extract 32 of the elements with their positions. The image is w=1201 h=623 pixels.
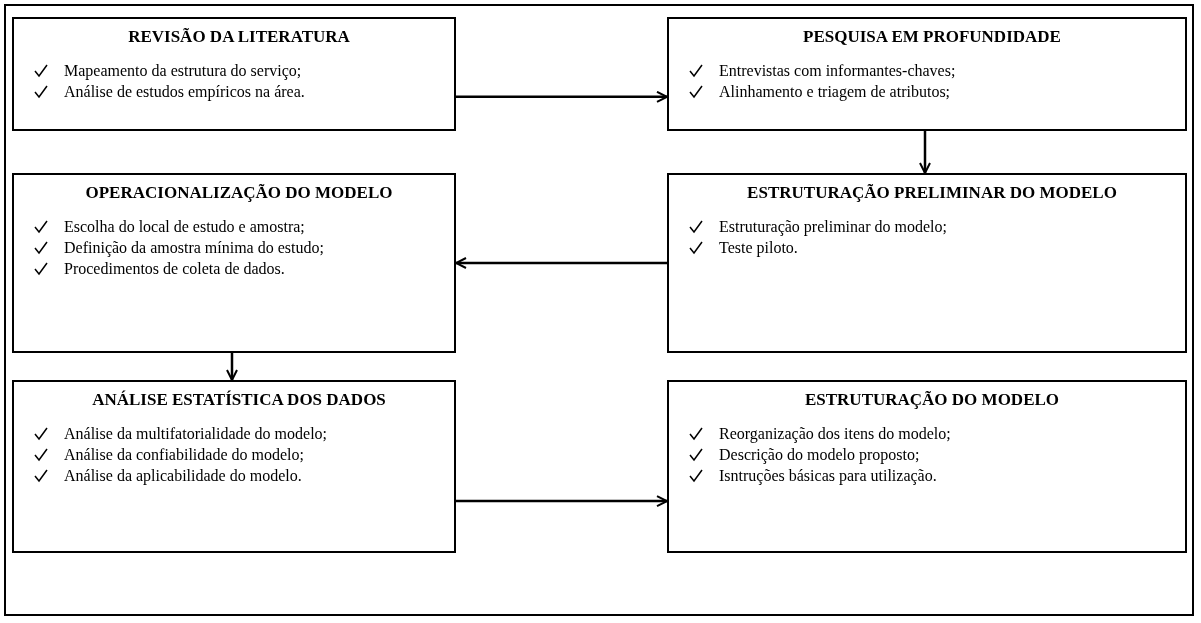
process-box <box>12 380 456 553</box>
list-item: Análise da confiabilidade do modelo; <box>64 445 304 466</box>
process-box <box>12 173 456 353</box>
list-item: Análise de estudos empíricos na área. <box>64 82 305 103</box>
process-box <box>667 173 1187 353</box>
process-box <box>667 380 1187 553</box>
list-item: Escolha do local de estudo e amostra; <box>64 217 305 238</box>
process-box <box>12 17 456 131</box>
list-item: Entrevistas com informantes-chaves; <box>719 61 956 82</box>
list-item: Definição da amostra mínima do estudo; <box>64 238 324 259</box>
arrow <box>456 90 668 103</box>
box-heading: REVISÃO DA LITERATURA <box>127 27 351 48</box>
box-heading: ANÁLISE ESTATÍSTICA DOS DADOS <box>91 390 387 411</box>
process-box <box>667 17 1187 131</box>
list-item: Descrição do modelo proposto; <box>719 445 920 466</box>
box-heading: ESTRUTURAÇÃO DO MODELO <box>803 390 1061 411</box>
list-item: Alinhamento e triagem de atributos; <box>719 82 951 103</box>
list-item: Isntruções básicas para utilização. <box>719 466 937 487</box>
list-item: Reorganização dos itens do modelo; <box>719 424 951 445</box>
box-heading: PESQUISA EM PROFUNDIDADE <box>802 27 1062 48</box>
arrow <box>455 257 667 269</box>
list-item: Análise da multifatorialidade do modelo; <box>64 424 328 445</box>
arrow <box>456 495 668 508</box>
list-item: Mapeamento da estrutura do serviço; <box>64 61 302 82</box>
arrow <box>226 353 238 381</box>
list-item: Análise da aplicabilidade do modelo. <box>64 466 302 487</box>
list-item: Estruturação preliminar do modelo; <box>719 217 947 238</box>
list-item: Procedimentos de coleta de dados. <box>64 259 285 280</box>
list-item: Teste piloto. <box>719 238 798 259</box>
arrow <box>919 131 931 174</box>
box-heading: OPERACIONALIZAÇÃO DO MODELO <box>84 183 394 204</box>
box-heading: ESTRUTURAÇÃO PRELIMINAR DO MODELO <box>746 183 1118 204</box>
